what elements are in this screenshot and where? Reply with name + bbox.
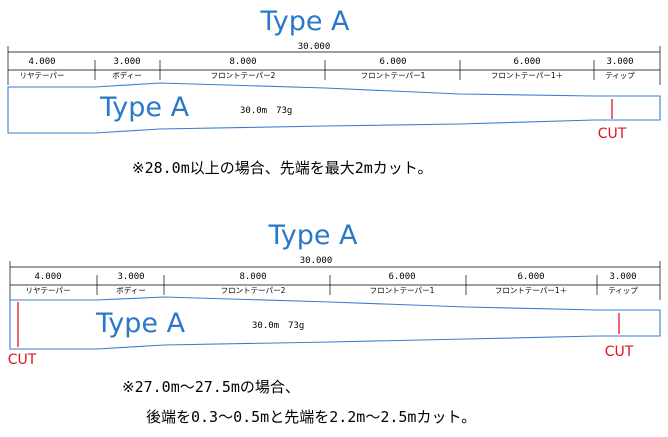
diagram-2-segment-5-name: フロントテーパー1＋ (495, 286, 567, 295)
diagram-1-segment-2-length: 3.000 (113, 57, 140, 67)
diagram-1-segment-3-length: 8.000 (229, 57, 256, 67)
diagram-2-segment-5-length: 6.000 (517, 272, 544, 282)
diagram-1-segment-2-name: ボディー (112, 70, 141, 80)
diagram-2: Type A 30.000 4.000 3.000 8.000 6.000 6.… (8, 220, 661, 426)
diagram-1-segment-3-name: フロントテーパー2 (211, 71, 276, 80)
diagram-1-segment-1-name: リヤテーパー (20, 71, 65, 80)
diagram-2-segment-2-length: 3.000 (117, 272, 144, 282)
diagram-1-segment-5-length: 6.000 (513, 57, 540, 67)
diagram-2-title: Type A (267, 220, 358, 251)
diagram-1-spec: 30.0m 73g (240, 106, 292, 116)
diagram-2-total-length: 30.000 (300, 256, 333, 266)
diagram-2-segment-2-name: ボディー (116, 285, 145, 295)
diagram-2-segment-3-length: 8.000 (239, 272, 266, 282)
diagram-1-note: ※28.0m以上の場合、先端を最大2mカット。 (132, 159, 433, 177)
diagram-2-segment-6-name: ティップ (608, 286, 638, 295)
diagram-2-segment-6-length: 3.000 (609, 272, 636, 282)
diagram-1-title: Type A (259, 6, 350, 37)
diagram-1-segment-5-name: フロントテーパー1＋ (491, 71, 563, 80)
diagram-2-front-cut-label: CUT (605, 344, 634, 360)
diagram-2-segment-1-name: リヤテーパー (26, 286, 71, 295)
diagram-1-cut-label: CUT (598, 126, 627, 142)
diagram-2-rear-cut-label: CUT (8, 352, 37, 368)
diagram-2-segment-3-name: フロントテーパー2 (221, 286, 286, 295)
diagram-2-segment-4-name: フロントテーパー1 (370, 286, 435, 295)
diagram-2-rod-label: Type A (95, 308, 186, 339)
diagram-2-spec: 30.0m 73g (252, 321, 304, 331)
diagram-1: Type A 30.000 4.000 3.000 8.000 6.000 6.… (7, 6, 661, 177)
diagram-1-line-profile (7, 82, 661, 134)
diagram-1-segment-4-length: 6.000 (379, 57, 406, 67)
diagram-2-segment-4-length: 6.000 (388, 272, 415, 282)
diagram-1-segment-6-length: 3.000 (606, 57, 633, 67)
diagram-1-total-length: 30.000 (298, 42, 331, 52)
diagram-1-segment-6-name: ティップ (605, 71, 635, 80)
diagram-2-note-line-1: ※27.0m～27.5mの場合、 (122, 378, 300, 396)
diagram-1-segment-1-length: 4.000 (28, 57, 55, 67)
diagram-2-segment-1-length: 4.000 (34, 272, 61, 282)
diagram-2-line-profile (9, 296, 661, 350)
diagram-2-note-line-2: 後端を0.3～0.5mと先端を2.2m～2.5mカット。 (146, 408, 476, 426)
diagram-1-segment-4-name: フロントテーパー1 (361, 71, 426, 80)
diagram-1-rod-label: Type A (99, 92, 190, 123)
